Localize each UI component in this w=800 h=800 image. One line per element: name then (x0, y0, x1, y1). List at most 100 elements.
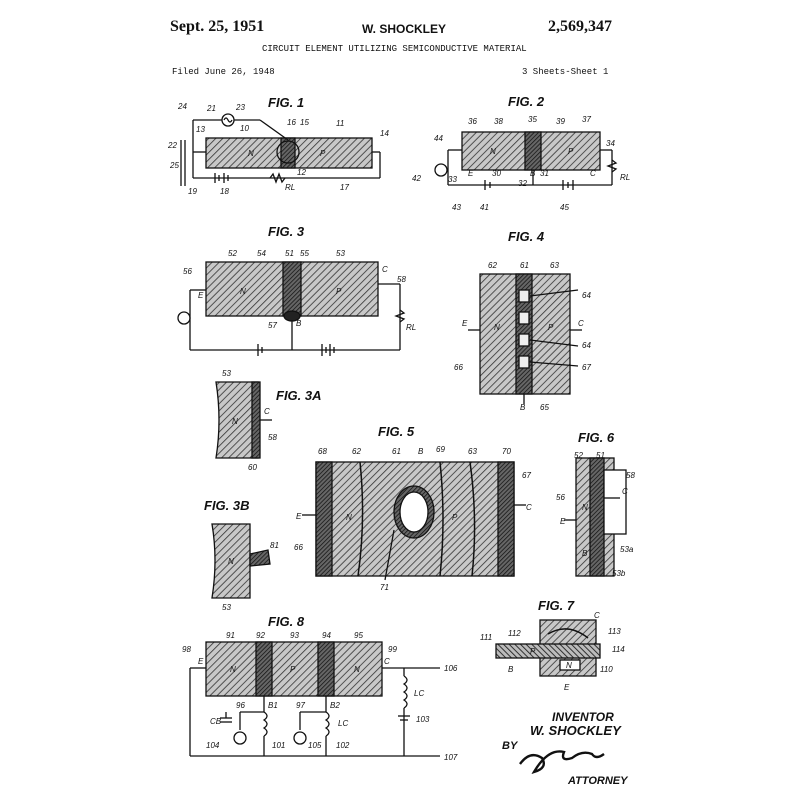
svg-text:36: 36 (468, 117, 477, 126)
svg-text:E: E (462, 319, 468, 328)
inventor-header: W. SHOCKLEY (362, 22, 447, 36)
svg-text:110: 110 (600, 665, 613, 674)
svg-text:43: 43 (452, 203, 461, 212)
svg-text:107: 107 (444, 753, 458, 762)
svg-text:B: B (296, 319, 302, 328)
svg-text:21: 21 (206, 104, 216, 113)
fig-2-labels: 36 38 35 39 37 44 34 42 33 30 32 31 43 4… (412, 115, 630, 212)
svg-text:60: 60 (248, 463, 257, 472)
fig-7-labels: C 111 112 113 114 B E 110 P N (480, 611, 625, 692)
attorney-label: ATTORNEY (568, 775, 628, 787)
svg-text:104: 104 (206, 741, 220, 750)
svg-text:15: 15 (300, 118, 309, 127)
fig-8-labels: 98 91 92 93 94 95 99 E C 106 LC B1 B2 96… (182, 631, 458, 762)
fig-3-title: FIG. 3 (268, 224, 305, 239)
svg-text:38: 38 (494, 117, 503, 126)
svg-text:65: 65 (540, 403, 549, 412)
fig-3b-labels: 81 N 53 (222, 541, 279, 612)
fig-3a-labels: 53 C 58 60 N (222, 369, 277, 472)
svg-text:34: 34 (606, 139, 615, 148)
svg-text:N: N (248, 149, 254, 158)
fig-1-title: FIG. 1 (268, 95, 304, 110)
svg-text:41: 41 (480, 203, 489, 212)
svg-text:42: 42 (412, 174, 421, 183)
svg-text:16: 16 (287, 118, 296, 127)
svg-text:B: B (582, 549, 588, 558)
svg-text:C: C (622, 487, 628, 496)
svg-text:C: C (578, 319, 584, 328)
svg-text:P: P (336, 287, 342, 296)
fig-1: FIG. 1 (180, 95, 381, 186)
svg-text:E: E (296, 512, 302, 521)
svg-text:C: C (264, 407, 270, 416)
svg-text:31: 31 (540, 169, 549, 178)
svg-text:N: N (566, 661, 572, 670)
fig-4-title: FIG. 4 (508, 229, 545, 244)
svg-text:64: 64 (582, 341, 591, 350)
fig-2: FIG. 2 (434, 94, 618, 190)
fig-5-title: FIG. 5 (378, 424, 415, 439)
svg-text:61: 61 (392, 447, 401, 456)
svg-text:66: 66 (294, 543, 303, 552)
sheet-count: 3 Sheets-Sheet 1 (522, 67, 609, 77)
fig-3b: FIG. 3B (204, 498, 271, 599)
fig-3: FIG. 3 (177, 224, 406, 356)
svg-text:N: N (354, 665, 360, 674)
svg-text:RL: RL (620, 173, 630, 182)
svg-text:P: P (548, 323, 554, 332)
svg-text:B: B (418, 447, 424, 456)
svg-text:P: P (452, 513, 458, 522)
svg-text:81: 81 (270, 541, 279, 550)
svg-text:RL: RL (285, 183, 295, 192)
svg-text:67: 67 (582, 363, 591, 372)
svg-text:24: 24 (177, 102, 187, 111)
svg-text:112: 112 (508, 629, 521, 638)
svg-text:N: N (228, 557, 234, 566)
svg-text:N: N (494, 323, 500, 332)
svg-text:19: 19 (188, 187, 197, 196)
svg-text:30: 30 (492, 169, 501, 178)
fig-3a: FIG. 3A (215, 381, 322, 459)
svg-text:E: E (198, 291, 204, 300)
svg-text:56: 56 (556, 493, 565, 502)
svg-text:98: 98 (182, 645, 191, 654)
fig-6-labels: 52 51 58 56 C E B 53a 53b N (556, 451, 635, 578)
svg-text:103: 103 (416, 715, 430, 724)
svg-text:P: P (320, 149, 326, 158)
svg-text:56: 56 (183, 267, 192, 276)
svg-text:N: N (582, 503, 588, 512)
filed-date: Filed June 26, 1948 (172, 67, 275, 77)
svg-text:14: 14 (380, 129, 389, 138)
svg-text:105: 105 (308, 741, 322, 750)
svg-text:RL: RL (406, 323, 416, 332)
svg-text:11: 11 (336, 119, 344, 128)
svg-text:53b: 53b (612, 569, 626, 578)
svg-text:32: 32 (518, 179, 527, 188)
svg-text:LC: LC (338, 719, 348, 728)
fig-3-labels: 52 54 51 55 53 56 58 E C N P RL 57 B (183, 249, 416, 332)
patent-date: Sept. 25, 1951 (170, 18, 265, 35)
svg-text:E: E (468, 169, 474, 178)
svg-text:23: 23 (235, 103, 245, 112)
svg-text:C: C (594, 611, 600, 620)
svg-text:94: 94 (322, 631, 331, 640)
fig-4-labels: 62 61 63 64 E C 66 64 67 B 65 N P (454, 261, 591, 412)
svg-text:53: 53 (222, 603, 231, 612)
svg-text:93: 93 (290, 631, 299, 640)
svg-text:C: C (590, 169, 596, 178)
svg-text:B: B (508, 665, 514, 674)
svg-text:35: 35 (528, 115, 537, 124)
svg-text:63: 63 (550, 261, 559, 270)
svg-text:N: N (346, 513, 352, 522)
svg-text:68: 68 (318, 447, 327, 456)
svg-text:C: C (384, 657, 390, 666)
svg-text:N: N (230, 665, 236, 674)
svg-text:54: 54 (257, 249, 266, 258)
svg-text:B: B (530, 169, 536, 178)
fig-2-title: FIG. 2 (508, 94, 545, 109)
svg-text:62: 62 (352, 447, 361, 456)
fig-6: FIG. 6 (564, 430, 627, 577)
svg-text:58: 58 (268, 433, 277, 442)
svg-text:44: 44 (434, 134, 443, 143)
svg-text:67: 67 (522, 471, 531, 480)
